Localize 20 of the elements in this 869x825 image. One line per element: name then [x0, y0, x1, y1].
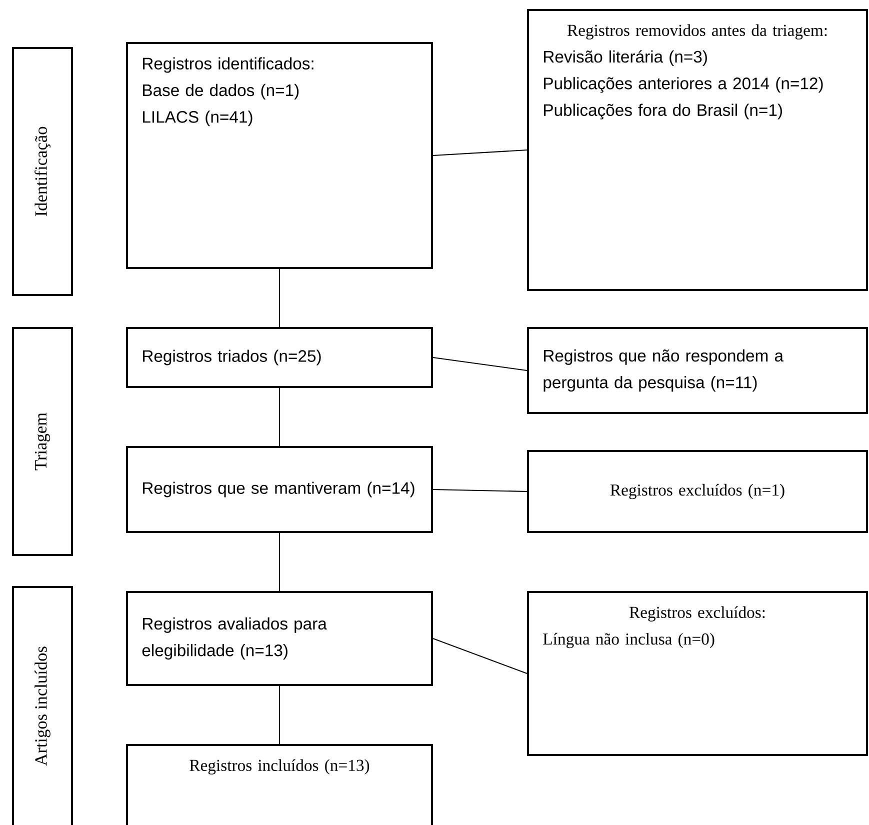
- stage-label-box: Identificação: [12, 47, 73, 296]
- process-box: Registros identificados: Base de dados (n=1) LILACS (n=41): [126, 42, 433, 269]
- connector-line: [278, 269, 280, 327]
- connector-line: [278, 388, 280, 446]
- process-box: Registros que não respondem a pergunta da pesquisa (n=11): [527, 326, 868, 414]
- process-box: Registros que se mantiveram (n=14): [126, 446, 433, 533]
- process-box: Registros incluídos (n=13): [126, 744, 433, 825]
- connector-line: [432, 356, 528, 371]
- process-box: Registros excluídos: Língua não inclusa (n=0): [527, 591, 868, 756]
- connector-line: [432, 488, 527, 492]
- connector-line: [278, 533, 280, 591]
- stage-label-box: Triagem: [12, 327, 73, 556]
- stage-label-box: Artigos incluídos: [12, 586, 73, 825]
- connector-line: [432, 638, 528, 674]
- process-box: Registros triados (n=25): [126, 327, 433, 388]
- process-box: Registros removidos antes da triagem: Revisão literária (n=3) Publicações anteriores a 2014 (n=12) Publicações fora do Brasil (n=1): [527, 9, 868, 291]
- process-box: Registros excluídos (n=1): [527, 450, 868, 533]
- connector-line: [278, 686, 280, 744]
- process-box: Registros avaliados para elegibilidade (n=13): [126, 590, 433, 686]
- connector-line: [432, 149, 528, 156]
